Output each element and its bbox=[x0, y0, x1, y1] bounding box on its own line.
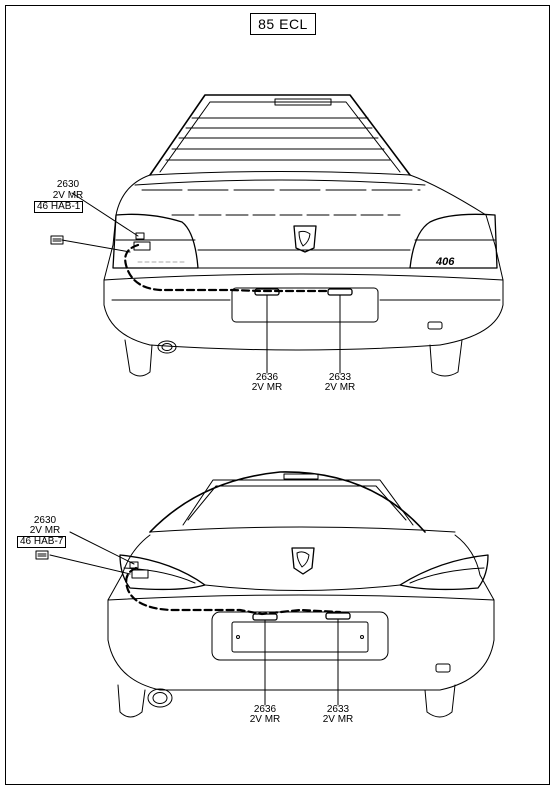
model-badge: 406 bbox=[436, 256, 455, 268]
bottom-car bbox=[35, 471, 495, 718]
top-car bbox=[50, 94, 504, 377]
bottom-harness-label: 46 HAB-7 bbox=[17, 536, 67, 548]
bottom-right-plate-lamp-ref: 2633 bbox=[326, 704, 350, 715]
bottom-left-plate-lamp-spec: 2V MR bbox=[249, 714, 281, 725]
top-right-plate-lamp-spec: 2V MR bbox=[324, 382, 356, 393]
bottom-light-spec: 2V MR bbox=[29, 525, 61, 536]
bottom-right-plate-lamp-spec: 2V MR bbox=[322, 714, 354, 725]
sheet-frame bbox=[5, 5, 550, 785]
top-light-ref: 2630 bbox=[56, 179, 80, 190]
sheet-code: 85 ECL bbox=[250, 13, 316, 35]
top-light-spec: 2V MR bbox=[52, 190, 84, 201]
top-harness-label: 46 HAB-1 bbox=[34, 201, 84, 213]
top-left-plate-lamp-ref: 2636 bbox=[255, 372, 279, 383]
top-right-plate-lamp-ref: 2633 bbox=[328, 372, 352, 383]
bottom-light-ref: 2630 bbox=[33, 515, 57, 526]
top-left-plate-lamp-spec: 2V MR bbox=[251, 382, 283, 393]
bottom-left-plate-lamp-ref: 2636 bbox=[253, 704, 277, 715]
